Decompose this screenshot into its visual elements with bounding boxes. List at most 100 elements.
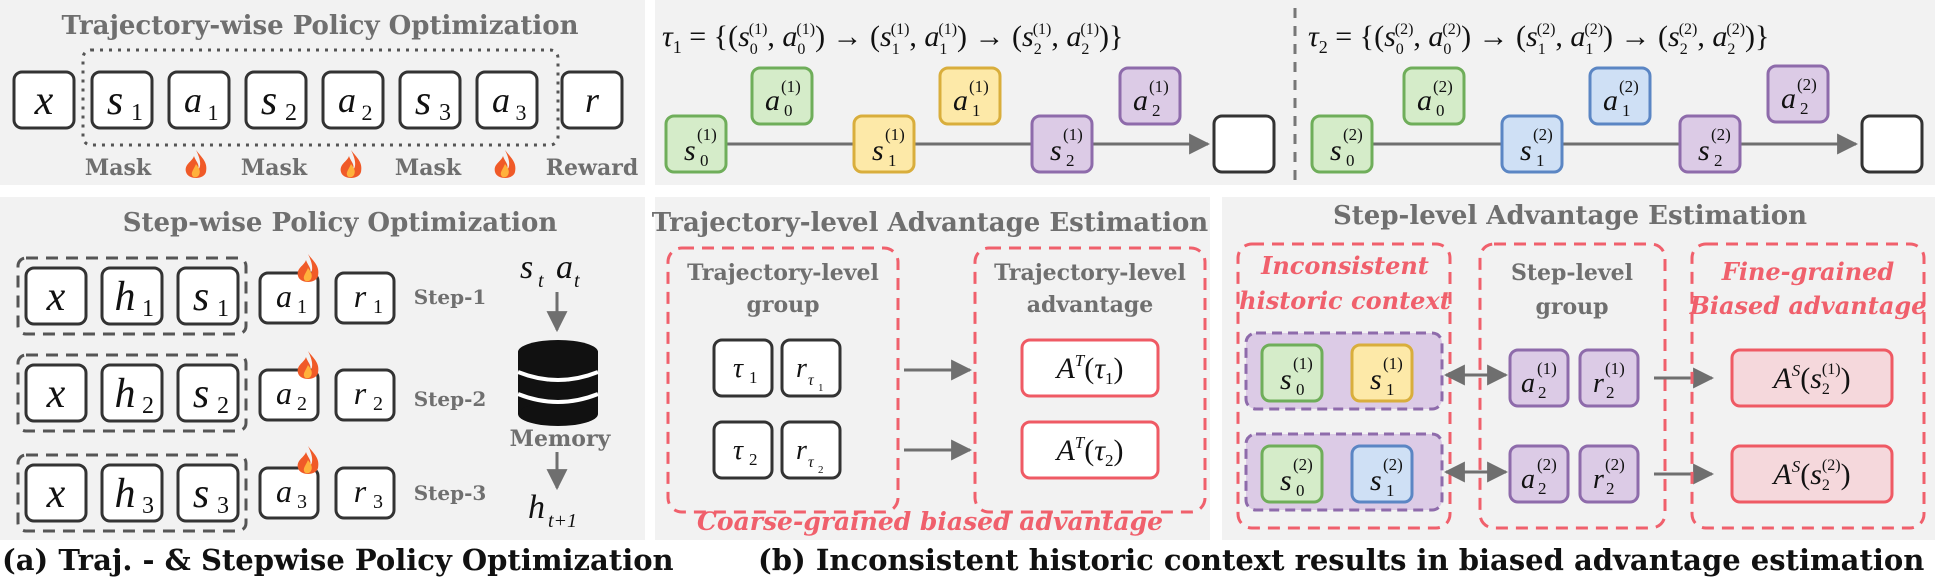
svg-text:s: s — [1280, 464, 1292, 497]
traj-adv-box-title-line1: Trajectory-level — [994, 260, 1186, 286]
svg-text:a: a — [276, 278, 292, 314]
panel-b-trajectory-advantage: Trajectory-level Advantage Estimation Tr… — [652, 197, 1210, 540]
svg-text:2: 2 — [1538, 383, 1547, 402]
svg-text:0: 0 — [700, 151, 709, 170]
traj-token-r: r — [560, 70, 624, 130]
svg-text:s: s — [193, 471, 209, 517]
svg-text:1: 1 — [1386, 380, 1395, 399]
svg-text:(2): (2) — [1383, 455, 1403, 474]
adv-tau1: AT(τ1) — [1020, 338, 1160, 398]
svg-text:a: a — [1603, 84, 1618, 117]
panel-b-step-advantage: Step-level Advantage Estimation Inconsis… — [1222, 197, 1935, 540]
svg-text:s: s — [1520, 134, 1532, 167]
svg-text:1: 1 — [1536, 151, 1545, 170]
svg-text:1: 1 — [373, 296, 383, 318]
svg-text:0: 0 — [1436, 101, 1445, 120]
svg-text:s: s — [193, 274, 209, 320]
svg-text:(1): (1) — [1537, 359, 1557, 378]
svg-text:(2): (2) — [1433, 77, 1453, 96]
inconsistent-label-line1: Inconsistent — [1260, 251, 1429, 280]
svg-text:2: 2 — [142, 393, 154, 419]
svg-text:2: 2 — [217, 393, 229, 419]
svg-text:(2): (2) — [1605, 455, 1625, 474]
step-adv-title: Step-level Advantage Estimation — [1333, 201, 1807, 231]
traj-policy-title: Trajectory-wise Policy Optimization — [61, 11, 578, 41]
svg-text:AT(τ1): AT(τ1) — [1054, 351, 1123, 388]
step-group-title-line2: group — [1535, 294, 1608, 320]
svg-text:a: a — [556, 249, 573, 286]
svg-text:1: 1 — [749, 368, 758, 387]
svg-text:s: s — [1050, 134, 1062, 167]
svg-text:r: r — [1593, 464, 1604, 495]
svg-text:s: s — [1330, 134, 1342, 167]
svg-text:2: 2 — [1066, 151, 1075, 170]
svg-text:a: a — [1521, 464, 1535, 495]
svg-text:AS(s2(2)): AS(s2(2)) — [1771, 457, 1850, 494]
mask-label-1: Mask — [85, 155, 152, 181]
svg-text:2: 2 — [1538, 479, 1547, 498]
svg-text:r: r — [796, 435, 807, 466]
svg-text:s: s — [1370, 464, 1382, 497]
svg-text:(2): (2) — [1797, 75, 1817, 94]
svg-text:2: 2 — [285, 100, 297, 126]
svg-text:s: s — [193, 371, 209, 417]
svg-text:(2): (2) — [1711, 125, 1731, 144]
svg-text:a: a — [1417, 84, 1432, 117]
svg-text:a: a — [1781, 82, 1796, 115]
svg-text:t: t — [574, 270, 580, 292]
svg-text:h: h — [115, 371, 136, 417]
fine-grained-region — [1690, 242, 1926, 530]
svg-text:h: h — [528, 489, 545, 526]
fine-label-line1: Fine-grained — [1721, 257, 1895, 286]
inconsistent-label-line2: historic context — [1239, 286, 1451, 315]
svg-text:x: x — [34, 78, 54, 124]
svg-text:τ: τ — [733, 435, 744, 466]
svg-text:a: a — [1521, 368, 1535, 399]
svg-text:r: r — [796, 353, 807, 384]
svg-text:s: s — [1698, 134, 1710, 167]
svg-text:0: 0 — [784, 101, 793, 120]
svg-text:AS(s2(1)): AS(s2(1)) — [1771, 361, 1850, 398]
traj-token-x: x — [12, 70, 76, 130]
svg-text:2: 2 — [1606, 479, 1615, 498]
svg-text:r: r — [354, 278, 367, 314]
svg-text:s: s — [415, 78, 431, 124]
svg-text:r: r — [354, 375, 367, 411]
svg-text:AT(τ2): AT(τ2) — [1054, 433, 1123, 470]
svg-text:1: 1 — [1386, 481, 1395, 500]
svg-text:τ: τ — [733, 353, 744, 384]
svg-text:s: s — [261, 78, 277, 124]
fine-label-line2: Biased advantage — [1689, 291, 1927, 320]
svg-text:x: x — [46, 471, 66, 517]
svg-text:a: a — [1133, 84, 1148, 117]
svg-text:s: s — [872, 134, 884, 167]
traj-adv-box-title-line2: advantage — [1027, 292, 1153, 318]
svg-text:1: 1 — [888, 151, 897, 170]
svg-text:a: a — [338, 80, 356, 120]
traj-group-title-line2: group — [746, 292, 819, 318]
caption-b: (b) Inconsistent historic context result… — [758, 543, 1924, 577]
svg-text:a: a — [276, 375, 292, 411]
svg-text:h: h — [115, 471, 136, 517]
svg-text:r: r — [354, 473, 367, 509]
svg-text:τ: τ — [808, 454, 815, 471]
svg-text:τ2 = {(s0(2), a0(2)) → (s1(2),: τ2 = {(s0(2), a0(2)) → (s1(2), a1(2)) → … — [1308, 20, 1769, 58]
svg-text:1: 1 — [131, 100, 143, 126]
svg-text:a: a — [184, 80, 202, 120]
